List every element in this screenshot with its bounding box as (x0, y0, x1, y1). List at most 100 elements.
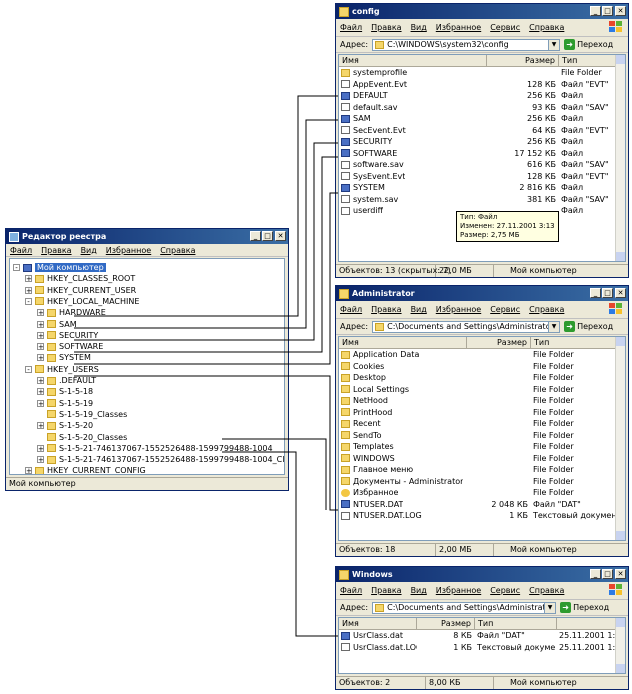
collapse-icon[interactable]: - (13, 264, 20, 272)
menu-tools[interactable]: Сервис (490, 23, 521, 32)
tree-node[interactable]: +S-1-5-19 (37, 398, 93, 409)
menu-view[interactable]: Вид (410, 586, 427, 595)
tree-node[interactable]: +HARDWARE (37, 307, 106, 318)
column-name[interactable]: Имя (339, 618, 417, 629)
menu-edit[interactable]: Правка (371, 305, 402, 314)
tree-node[interactable]: +HKEY_CURRENT_USER (25, 285, 136, 296)
menu-view[interactable]: Вид (410, 305, 427, 314)
minimize-button[interactable]: _ (250, 231, 261, 241)
tree-node[interactable]: +S-1-5-21-746137067-1552526488-159979948… (37, 443, 273, 454)
expand-icon[interactable]: + (25, 467, 32, 475)
menu-favorites[interactable]: Избранное (435, 23, 482, 32)
menu-file[interactable]: Файл (10, 245, 33, 255)
expand-icon[interactable]: + (25, 286, 32, 295)
menu-tools[interactable]: Сервис (490, 305, 521, 314)
menu-file[interactable]: Файл (340, 586, 363, 595)
column-size[interactable]: Размер (467, 337, 531, 348)
menu-file[interactable]: Файл (340, 305, 363, 314)
collapse-icon[interactable]: - (25, 365, 32, 373)
menu-favorites[interactable]: Избранное (435, 305, 482, 314)
expand-icon[interactable]: + (37, 309, 44, 318)
menu-help[interactable]: Справка (160, 245, 196, 255)
expand-icon[interactable]: + (37, 331, 44, 340)
go-button[interactable]: ➜Переход (560, 602, 609, 613)
tree-node[interactable]: S-1-5-19_Classes (37, 409, 127, 420)
address-input[interactable]: C:\WINDOWS\system32\config ▼ (372, 38, 561, 51)
tree-node[interactable]: +HKEY_CLASSES_ROOT (25, 273, 135, 284)
menu-edit[interactable]: Правка (371, 23, 402, 32)
menu-tools[interactable]: Сервис (490, 586, 521, 595)
registry-tree[interactable]: -Мой компьютер+HKEY_CLASSES_ROOT+HKEY_CU… (9, 258, 285, 475)
maximize-button[interactable]: □ (602, 569, 613, 579)
admin-titlebar[interactable]: Administrator _ □ ✕ (336, 286, 628, 301)
expand-icon[interactable]: + (37, 343, 44, 352)
tree-node[interactable]: +S-1-5-20 (37, 420, 93, 431)
column-type[interactable]: Тип (531, 337, 617, 348)
expand-icon[interactable]: + (37, 456, 44, 465)
close-button[interactable]: ✕ (615, 569, 626, 579)
close-button[interactable]: ✕ (615, 6, 626, 16)
chevron-down-icon[interactable]: ▼ (548, 39, 560, 50)
expand-icon[interactable]: + (37, 422, 44, 431)
tree-node[interactable]: +SOFTWARE (37, 341, 103, 352)
close-button[interactable]: ✕ (275, 231, 286, 241)
address-input[interactable]: C:\Documents and Settings\Administrator\… (372, 601, 557, 614)
go-button[interactable]: ➜Переход (564, 39, 613, 50)
address-input[interactable]: C:\Documents and Settings\Administrator … (372, 320, 561, 333)
expand-icon[interactable]: + (37, 444, 44, 453)
maximize-button[interactable]: □ (602, 6, 613, 16)
windows-titlebar[interactable]: Windows _ □ ✕ (336, 567, 628, 582)
menu-favorites[interactable]: Избранное (105, 245, 152, 255)
tree-node[interactable]: +SYSTEM (37, 352, 91, 363)
menu-edit[interactable]: Правка (371, 586, 402, 595)
column-size[interactable]: Размер (487, 55, 559, 66)
collapse-icon[interactable]: - (25, 297, 32, 305)
expand-icon[interactable]: + (37, 388, 44, 397)
minimize-button[interactable]: _ (590, 569, 601, 579)
tree-node[interactable]: +SECURITY (37, 330, 98, 341)
menu-edit[interactable]: Правка (41, 245, 72, 255)
maximize-button[interactable]: □ (262, 231, 273, 241)
column-date[interactable] (557, 618, 617, 629)
column-type[interactable]: Тип (475, 618, 557, 629)
menu-help[interactable]: Справка (529, 23, 565, 32)
menu-view[interactable]: Вид (80, 245, 97, 255)
tree-node[interactable]: S-1-5-20_Classes (37, 432, 127, 443)
menu-help[interactable]: Справка (529, 586, 565, 595)
vertical-scrollbar[interactable] (615, 618, 625, 673)
tree-node[interactable]: +.DEFAULT (37, 375, 96, 386)
expand-icon[interactable]: + (37, 354, 44, 363)
vertical-scrollbar[interactable] (615, 337, 625, 540)
menu-favorites[interactable]: Избранное (435, 586, 482, 595)
go-button[interactable]: ➜Переход (564, 321, 613, 332)
menu-view[interactable]: Вид (410, 23, 427, 32)
column-size[interactable]: Размер (417, 618, 475, 629)
expand-icon[interactable]: + (37, 377, 44, 385)
menu-help[interactable]: Справка (529, 305, 565, 314)
expand-icon[interactable]: + (25, 275, 32, 284)
tree-node[interactable]: +HKEY_CURRENT_CONFIG (25, 465, 146, 475)
